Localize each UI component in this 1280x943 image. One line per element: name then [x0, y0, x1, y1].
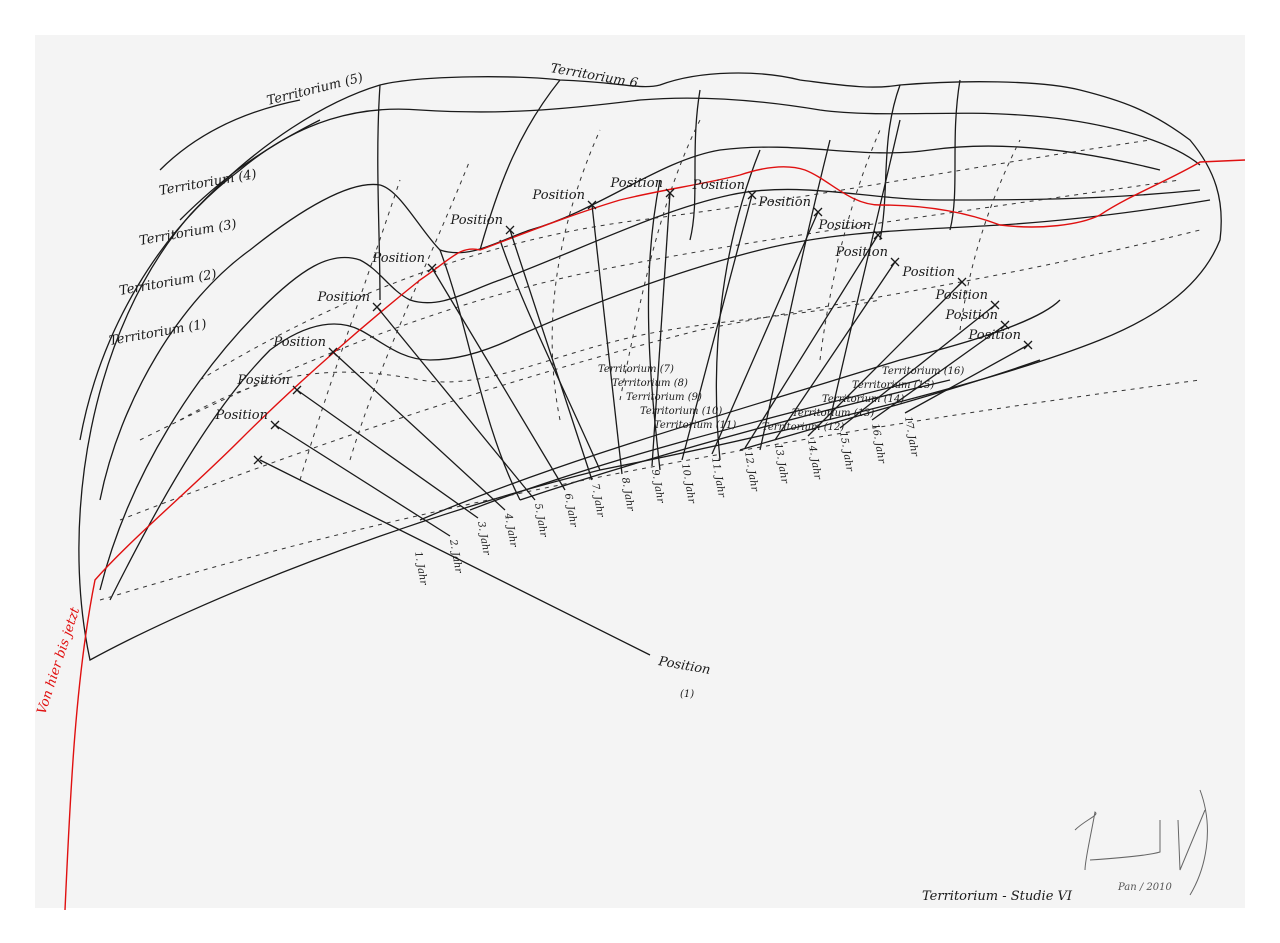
territory-label-3: Territorium (3): [138, 217, 238, 249]
position-cross-icon: [890, 257, 900, 267]
territory-outlines: [78, 72, 1222, 661]
position-cross-icon: [270, 420, 280, 430]
year-label: 8. Jahr: [619, 477, 636, 514]
position-cross-icon: [873, 230, 883, 240]
drawing-title: Territorium - Studie VI: [922, 889, 1073, 904]
territory-label-9: Territorium (9): [626, 392, 702, 403]
position-year-line: [431, 267, 566, 491]
position-year-line: [509, 229, 593, 481]
position-1-callout: Position (1): [259, 459, 712, 700]
position-cross-icon: [957, 277, 967, 287]
territory-label-6: Territorium 6: [549, 61, 639, 91]
position-cross-icon: [813, 207, 823, 217]
position-label: Position: [968, 328, 1021, 343]
territory-label-11: Territorium (11): [654, 420, 736, 431]
position-label: Position: [692, 178, 745, 193]
position-year-line: [296, 389, 479, 519]
position-cross-icon: [990, 300, 1000, 310]
position-cross-icon: [1000, 320, 1010, 330]
signature-text: Pan / 2010: [1117, 882, 1172, 893]
position-cross-icon: [427, 263, 437, 273]
position-label: Position: [237, 373, 290, 388]
position-label: Position: [935, 288, 988, 303]
position-year-line: [774, 261, 896, 441]
position-cross-icon: [292, 385, 302, 395]
territory-label-12: Territorium (12): [762, 422, 844, 433]
year-label: 9. Jahr: [649, 469, 666, 506]
red-timeline: [64, 159, 1246, 911]
territory-label-2: Territorium (2): [118, 267, 218, 299]
position-label: Position: [610, 176, 663, 191]
year-label: 5. Jahr: [532, 503, 549, 540]
year-label: 14. Jahr: [805, 439, 823, 482]
year-label: 17. Jahr: [902, 416, 920, 459]
position-cross-icon: [747, 190, 757, 200]
year-label: 16. Jahr: [869, 423, 887, 466]
territory-label-10: Territorium (10): [640, 406, 722, 417]
year-label: 1. Jahr: [412, 551, 429, 588]
position-label: Position: [317, 290, 370, 305]
position-year-line: [681, 194, 753, 461]
position-year-line: [711, 211, 819, 455]
position-cross-icon: [1023, 340, 1033, 350]
territory-label-8: Territorium (8): [612, 378, 688, 389]
position-label: Position: [818, 218, 871, 233]
dashed-guides: [99, 119, 1201, 601]
position-year-line: [871, 324, 1006, 421]
position-label: Position: [945, 308, 998, 323]
territory-label-16: Territorium (16): [882, 366, 964, 377]
position-year-line: [839, 304, 996, 429]
year-label: 6. Jahr: [562, 493, 579, 530]
position-label: Position: [835, 245, 888, 260]
territory-label-7: Territorium (7): [598, 364, 674, 375]
position-year-line: [376, 306, 536, 501]
position-year-line: [744, 234, 879, 449]
year-label: 10. Jahr: [679, 463, 697, 506]
position-markers: PositionPositionPositionPositionPosition…: [215, 176, 1033, 537]
year-label: 2. Jahr: [447, 538, 464, 575]
position-label: Position: [532, 188, 585, 203]
territory-label-1: Territorium (1): [108, 317, 208, 349]
position-label: Position: [215, 408, 268, 423]
year-label: 11. Jahr: [709, 457, 727, 500]
position-1-number: (1): [680, 689, 694, 700]
position-cross-icon: [328, 347, 338, 357]
position-label: Position: [372, 251, 425, 266]
signature: Pan / 2010: [1074, 789, 1208, 896]
position-cross-icon: [253, 455, 263, 465]
position-label: Position: [758, 195, 811, 210]
position-year-line: [807, 281, 963, 437]
position-year-line: [904, 344, 1029, 414]
position-cross-icon: [587, 200, 597, 210]
position-cross-icon: [665, 188, 675, 198]
position-label: Position: [273, 335, 326, 350]
year-label: 15. Jahr: [837, 431, 855, 474]
territory-label-5: Territorium (5): [265, 70, 364, 108]
position-cross-icon: [372, 302, 382, 312]
year-label: 12. Jahr: [742, 451, 760, 494]
red-line-label: Von hier bis jetzt: [35, 605, 84, 716]
year-label: 3. Jahr: [475, 521, 492, 558]
territory-label-15: Territorium (15): [852, 380, 934, 391]
territory-label-14: Territorium (14): [822, 394, 904, 405]
territory-label-13: Territorium (13): [792, 408, 874, 419]
year-label: 7. Jahr: [589, 483, 606, 520]
position-label: Position: [902, 265, 955, 280]
position-year-line: [651, 192, 671, 467]
position-cross-icon: [505, 225, 515, 235]
position-year-line: [591, 204, 623, 475]
position-year-line: [274, 424, 451, 537]
position-label: Position: [450, 213, 503, 228]
year-label: 13. Jahr: [772, 443, 790, 486]
year-label: 4. Jahr: [502, 512, 519, 549]
position-1-label: Position: [656, 654, 711, 678]
position-year-line: [332, 351, 506, 511]
